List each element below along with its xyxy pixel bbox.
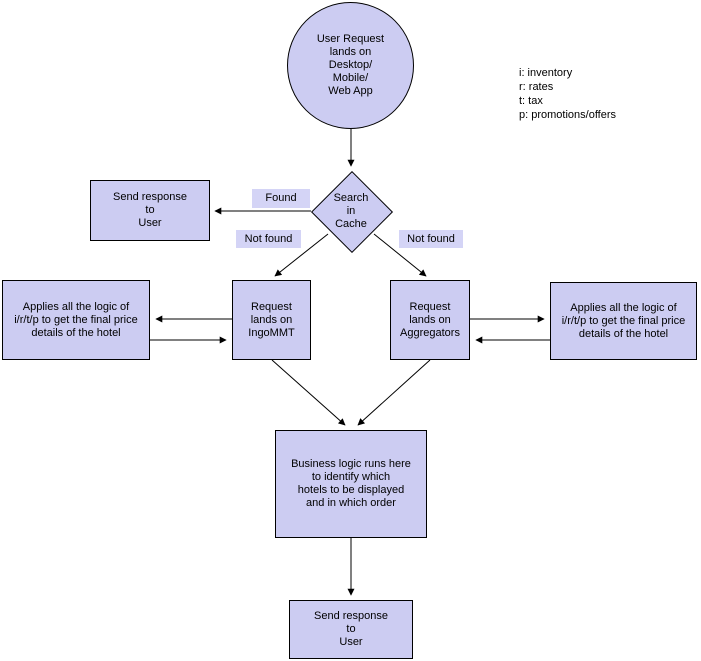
node-request-ingommt-label: Request lands on IngoMMT — [248, 300, 295, 339]
edge-label-not-found-right: Not found — [399, 230, 463, 248]
node-request-aggregators: Request lands on Aggregators — [390, 280, 470, 360]
node-search-in-cache-label: Search in Cache — [333, 191, 369, 230]
legend-item-inventory: i: inventory — [519, 67, 573, 79]
node-business-logic: Business logic runs here to identify whi… — [275, 430, 427, 538]
legend-item-tax: t: tax — [519, 95, 543, 107]
arrow-ingommt-to-business-logic — [271, 359, 346, 426]
node-user-request: User Request lands on Desktop/ Mobile/ W… — [287, 2, 414, 129]
edge-label-found: Found — [252, 189, 310, 208]
legend-item-rates: r: rates — [519, 81, 554, 93]
node-send-response-bottom: Send response to User — [289, 600, 413, 659]
legend-item-promotions: p: promotions/offers — [519, 109, 617, 121]
node-request-ingommt: Request lands on IngoMMT — [232, 280, 311, 360]
node-send-response-top-label: Send response to User — [113, 191, 187, 229]
node-applies-logic-left: Applies all the logic of i/r/t/p to get … — [2, 280, 150, 360]
node-send-response-top: Send response to User — [90, 180, 210, 241]
node-request-aggregators-label: Request lands on Aggregators — [400, 300, 460, 339]
node-business-logic-label: Business logic runs here to identify whi… — [291, 458, 411, 509]
arrow-aggregators-to-business-logic — [357, 359, 431, 426]
node-search-in-cache: Search in Cache — [310, 170, 394, 254]
node-send-response-bottom-label: Send response to User — [314, 610, 388, 648]
node-user-request-label: User Request lands on Desktop/ Mobile/ W… — [316, 33, 385, 97]
legend: i: inventory r: rates t: tax p: promotio… — [519, 66, 616, 122]
node-applies-logic-right: Applies all the logic of i/r/t/p to get … — [550, 282, 697, 360]
node-applies-logic-right-label: Applies all the logic of i/r/t/p to get … — [561, 301, 686, 340]
edge-label-not-found-left: Not found — [236, 230, 301, 248]
node-applies-logic-left-label: Applies all the logic of i/r/t/p to get … — [14, 300, 138, 339]
